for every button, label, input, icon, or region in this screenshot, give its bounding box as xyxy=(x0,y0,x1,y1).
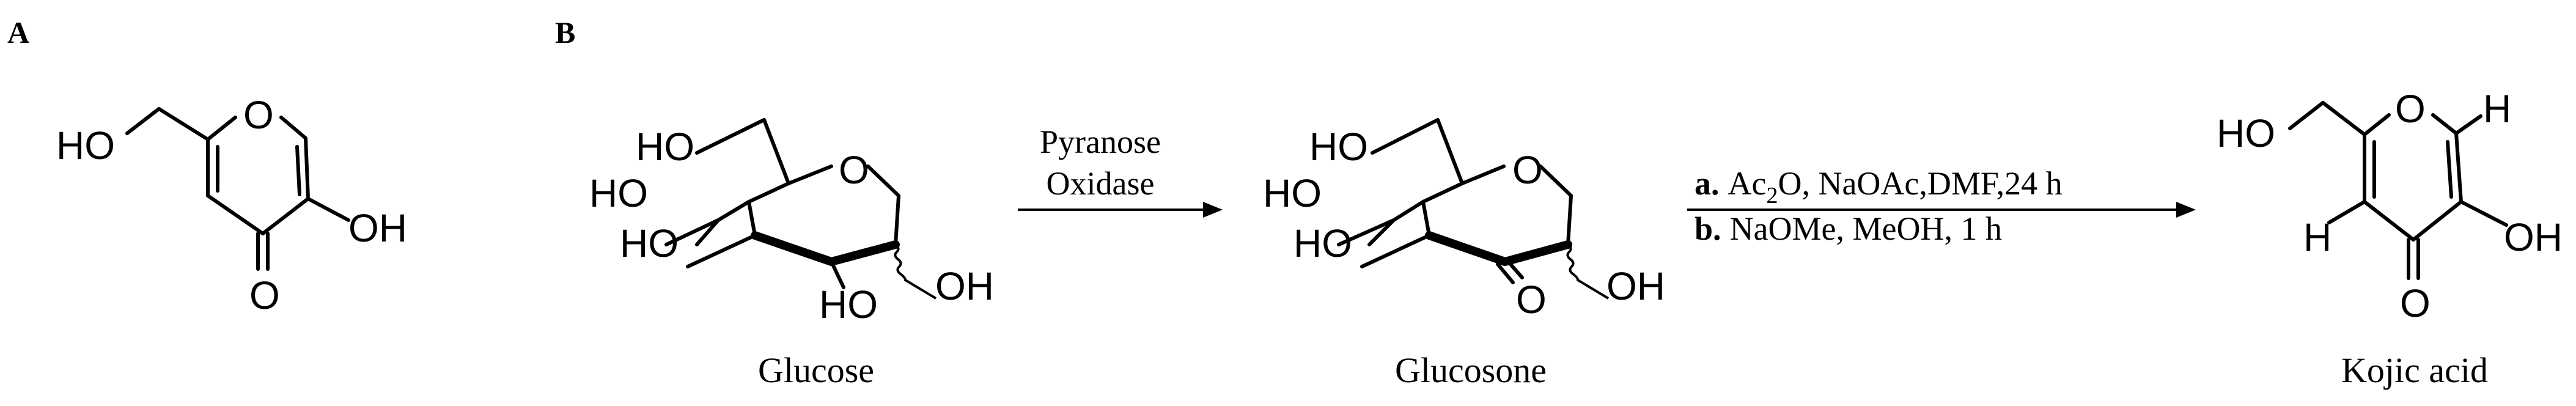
reaction-arrow-1: Pyranose Oxidase xyxy=(1018,124,1223,218)
glucosone-caption: Glucosone xyxy=(1395,350,1547,390)
kojic-acid-a-bonds xyxy=(125,107,350,271)
kojic-acid-structure-a: HO O OH O xyxy=(56,93,407,317)
kojic-a-keto-oxygen-label: O xyxy=(249,273,280,317)
glucosone-bonds xyxy=(1337,118,1610,300)
glucosone-ho-left-label: HO xyxy=(1294,221,1352,265)
panel-label-b: B xyxy=(555,15,575,50)
glucose-ho-top-label: HO xyxy=(636,125,694,169)
kojic-b-ho-label: HO xyxy=(2217,111,2275,155)
kojic-a-oh-label: OH xyxy=(348,206,407,250)
kojic-a-ring-oxygen-label: O xyxy=(243,93,274,137)
kojic-b-h-top-label: H xyxy=(2483,87,2511,131)
glucose-bonds xyxy=(664,118,937,300)
glucosone-keto-oxygen-label: O xyxy=(1516,278,1547,322)
arrow2-step-b-text: NaOMe, MeOH, 1 h xyxy=(1730,210,2002,247)
arrow1-condition-line2: Oxidase xyxy=(1047,165,1155,202)
glucosone-ho-mid-label: HO xyxy=(1263,171,1322,215)
glucosone-oh-label: OH xyxy=(1606,264,1665,308)
arrow2-step-b-label: b. xyxy=(1695,210,1721,247)
panel-label-a: A xyxy=(7,15,29,50)
glucose-ho-bottom-label: HO xyxy=(819,282,878,327)
arrow2-step-a-text-pre: Ac xyxy=(1728,165,1767,202)
reaction-arrow-2: a.Ac2O, NaOAc,DMF,24 h b.NaOMe, MeOH, 1 … xyxy=(1687,165,2196,247)
arrow2-condition-a: a.Ac2O, NaOAc,DMF,24 h xyxy=(1695,165,2063,209)
arrow2-condition-b: b.NaOMe, MeOH, 1 h xyxy=(1695,210,2002,247)
glucose-structure: HO HO HO O HO OH xyxy=(589,118,994,327)
kojic-acid-b-bonds xyxy=(2288,101,2508,280)
glucose-caption: Glucose xyxy=(758,350,874,390)
kojic-acid-structure-b: HO O H H OH O xyxy=(2217,87,2563,325)
kojic-acid-caption: Kojic acid xyxy=(2341,350,2488,390)
glucose-ho-mid-label: HO xyxy=(589,171,648,215)
arrow2-step-a-text-post: O, NaOAc,DMF,24 h xyxy=(1778,165,2062,202)
kojic-a-ho-label: HO xyxy=(56,124,115,168)
kojic-b-oh-label: OH xyxy=(2504,215,2563,259)
glucosone-ring-oxygen-label: O xyxy=(1512,148,1543,192)
glucose-ring-oxygen-label: O xyxy=(839,148,869,192)
arrow2-step-a-subscript: 2 xyxy=(1766,183,1778,209)
arrow1-condition-line1: Pyranose xyxy=(1040,124,1161,160)
glucose-oh-label: OH xyxy=(935,264,994,308)
glucosone-structure: HO HO HO O O OH xyxy=(1263,118,1665,322)
glucose-ho-left-label: HO xyxy=(620,221,679,265)
arrow2-step-a-label: a. xyxy=(1695,165,1720,202)
glucosone-ho-top-label: HO xyxy=(1309,125,1368,169)
kojic-b-h-left-label: H xyxy=(2303,215,2331,259)
kojic-b-ring-oxygen-label: O xyxy=(2395,87,2426,131)
kojic-b-keto-oxygen-label: O xyxy=(2400,281,2431,325)
